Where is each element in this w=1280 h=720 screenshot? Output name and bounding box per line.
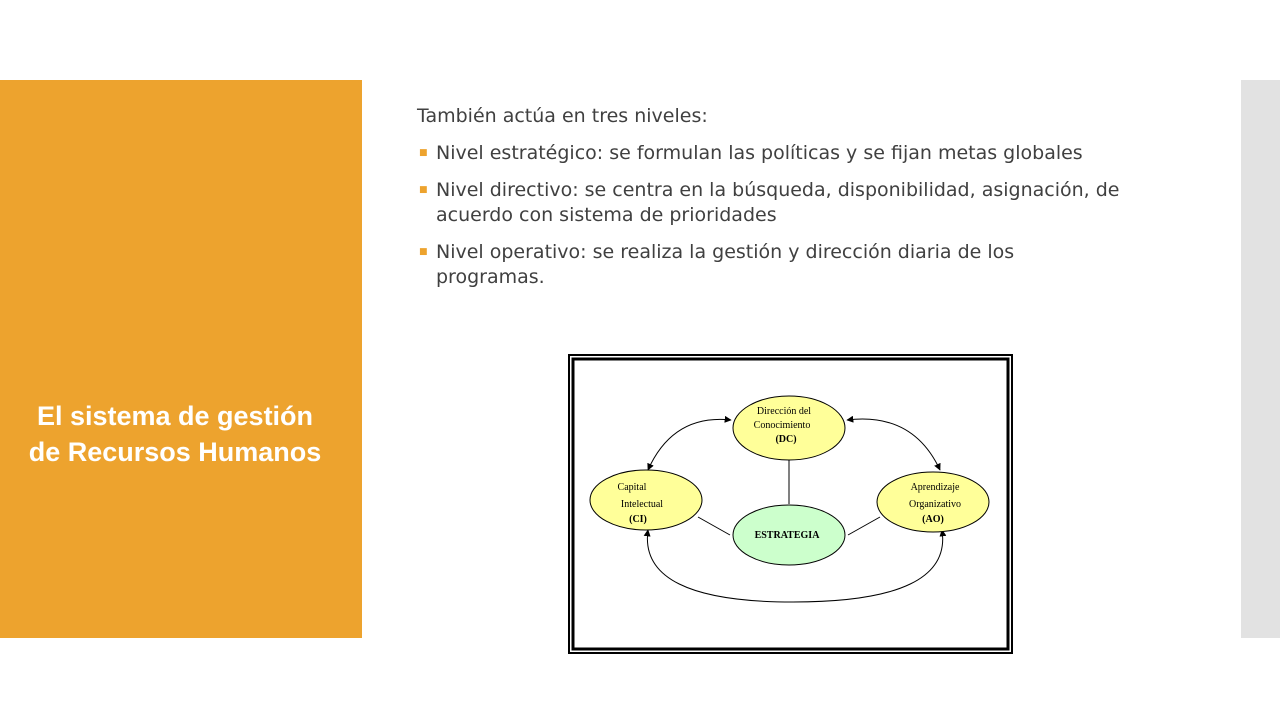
square-bullet-icon: ■: [419, 148, 428, 158]
square-bullet-icon: ■: [419, 247, 428, 257]
knowledge-management-diagram: Dirección del Conocimiento (DC) Capital …: [568, 354, 1013, 654]
levels-list: ■ Nivel estratégico: se formulan las pol…: [417, 141, 1127, 290]
svg-text:Capital: Capital: [618, 482, 647, 493]
slide-content: También actúa en tres niveles: ■ Nivel e…: [417, 104, 1127, 302]
svg-text:(CI): (CI): [629, 514, 647, 525]
svg-text:ESTRATEGIA: ESTRATEGIA: [755, 530, 821, 541]
node-direccion-conocimiento: Dirección del Conocimiento (DC): [732, 395, 846, 461]
svg-text:(DC): (DC): [775, 434, 796, 445]
svg-text:Organizativo: Organizativo: [909, 499, 961, 510]
svg-text:Conocimiento: Conocimiento: [754, 420, 811, 431]
title-panel: El sistema de gestión de Recursos Humano…: [0, 80, 362, 638]
arrow-ci-dc: [647, 415, 732, 471]
list-item: ■ Nivel operativo: se realiza la gestión…: [419, 241, 1015, 288]
diagram-svg: Dirección del Conocimiento (DC) Capital …: [568, 354, 1013, 654]
arrow-dc-ao: [846, 415, 941, 471]
node-capital-intelectual: Capital Intelectual (CI): [589, 469, 703, 531]
svg-text:Aprendizaje: Aprendizaje: [911, 482, 960, 493]
list-item: ■ Nivel directivo: se centra en la búsqu…: [419, 179, 1120, 226]
node-estrategia: ESTRATEGIA: [732, 504, 846, 566]
list-item: ■ Nivel estratégico: se formulan las pol…: [419, 142, 1083, 164]
svg-text:Dirección del: Dirección del: [757, 406, 811, 417]
arrow-ci-ao: [643, 529, 947, 603]
side-accent-bar: [1241, 80, 1280, 638]
slide-title: El sistema de gestión de Recursos Humano…: [28, 401, 322, 467]
svg-text:Intelectual: Intelectual: [621, 499, 663, 510]
square-bullet-icon: ■: [419, 185, 428, 195]
node-aprendizaje-organizativo: Aprendizaje Organizativo (AO): [876, 471, 990, 533]
svg-text:(AO): (AO): [922, 514, 944, 525]
diagram-inner-frame: [571, 357, 1010, 651]
intro-text: También actúa en tres niveles:: [417, 105, 708, 127]
